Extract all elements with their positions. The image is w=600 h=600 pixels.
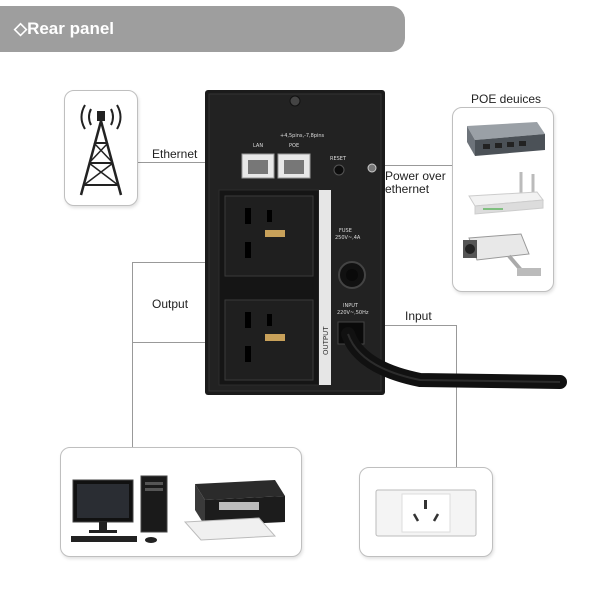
- input-label: INPUT: [343, 303, 359, 309]
- wall-outlet-icon: [375, 489, 477, 537]
- connector-output-mid: [132, 342, 224, 343]
- connector-ethernet: [136, 162, 244, 163]
- input-label: Input: [405, 309, 432, 323]
- power-over-ethernet-label-line1: Power over: [385, 169, 446, 183]
- input-power-cable: [341, 327, 567, 389]
- connector-input-vertical: [456, 325, 457, 467]
- fuse-label: FUSE: [339, 228, 352, 234]
- section-title-text: Rear panel: [27, 19, 115, 38]
- connector-output-top: [132, 262, 224, 263]
- output-strip-label: OUTPUT: [322, 326, 330, 355]
- poe-devices-label: POE deuices: [471, 92, 542, 106]
- desktop-computer-icon: [71, 475, 168, 543]
- input-rating: 220V~,50Hz: [337, 310, 369, 316]
- fuse-rating: 250V~,4A: [335, 235, 361, 241]
- output-devices-card: [60, 447, 302, 557]
- network-switch-icon: [467, 122, 545, 156]
- poe-port-label: POE: [289, 143, 299, 149]
- connector-output-vertical: [132, 262, 133, 447]
- printer-icon: [183, 480, 285, 541]
- section-header: ◇Rear panel: [0, 6, 405, 52]
- section-title: ◇Rear panel: [14, 19, 114, 39]
- connector-poe: [375, 165, 453, 166]
- diamond-outline-icon: ◇: [14, 19, 28, 38]
- tower-card: [64, 90, 138, 206]
- power-over-ethernet-label-line2: ethernet: [385, 182, 430, 196]
- output-label: Output: [152, 297, 189, 311]
- lan-port-label: LAN: [253, 143, 263, 149]
- security-camera-icon: [463, 233, 541, 276]
- port-spec-text: +4,5pins,-7,8pins: [280, 133, 325, 139]
- connector-input-horizontal: [375, 325, 457, 326]
- antenna-tower-icon: [79, 104, 123, 196]
- poe-devices-card: [452, 107, 554, 292]
- reset-label: RESET: [330, 156, 347, 162]
- ups-rear-panel: +4,5pins,-7,8pins LAN POE RESET FUSE 250…: [205, 90, 385, 395]
- wall-outlet-card: [359, 467, 493, 557]
- ethernet-label: Ethernet: [152, 147, 198, 161]
- wireless-router-icon: [468, 172, 544, 215]
